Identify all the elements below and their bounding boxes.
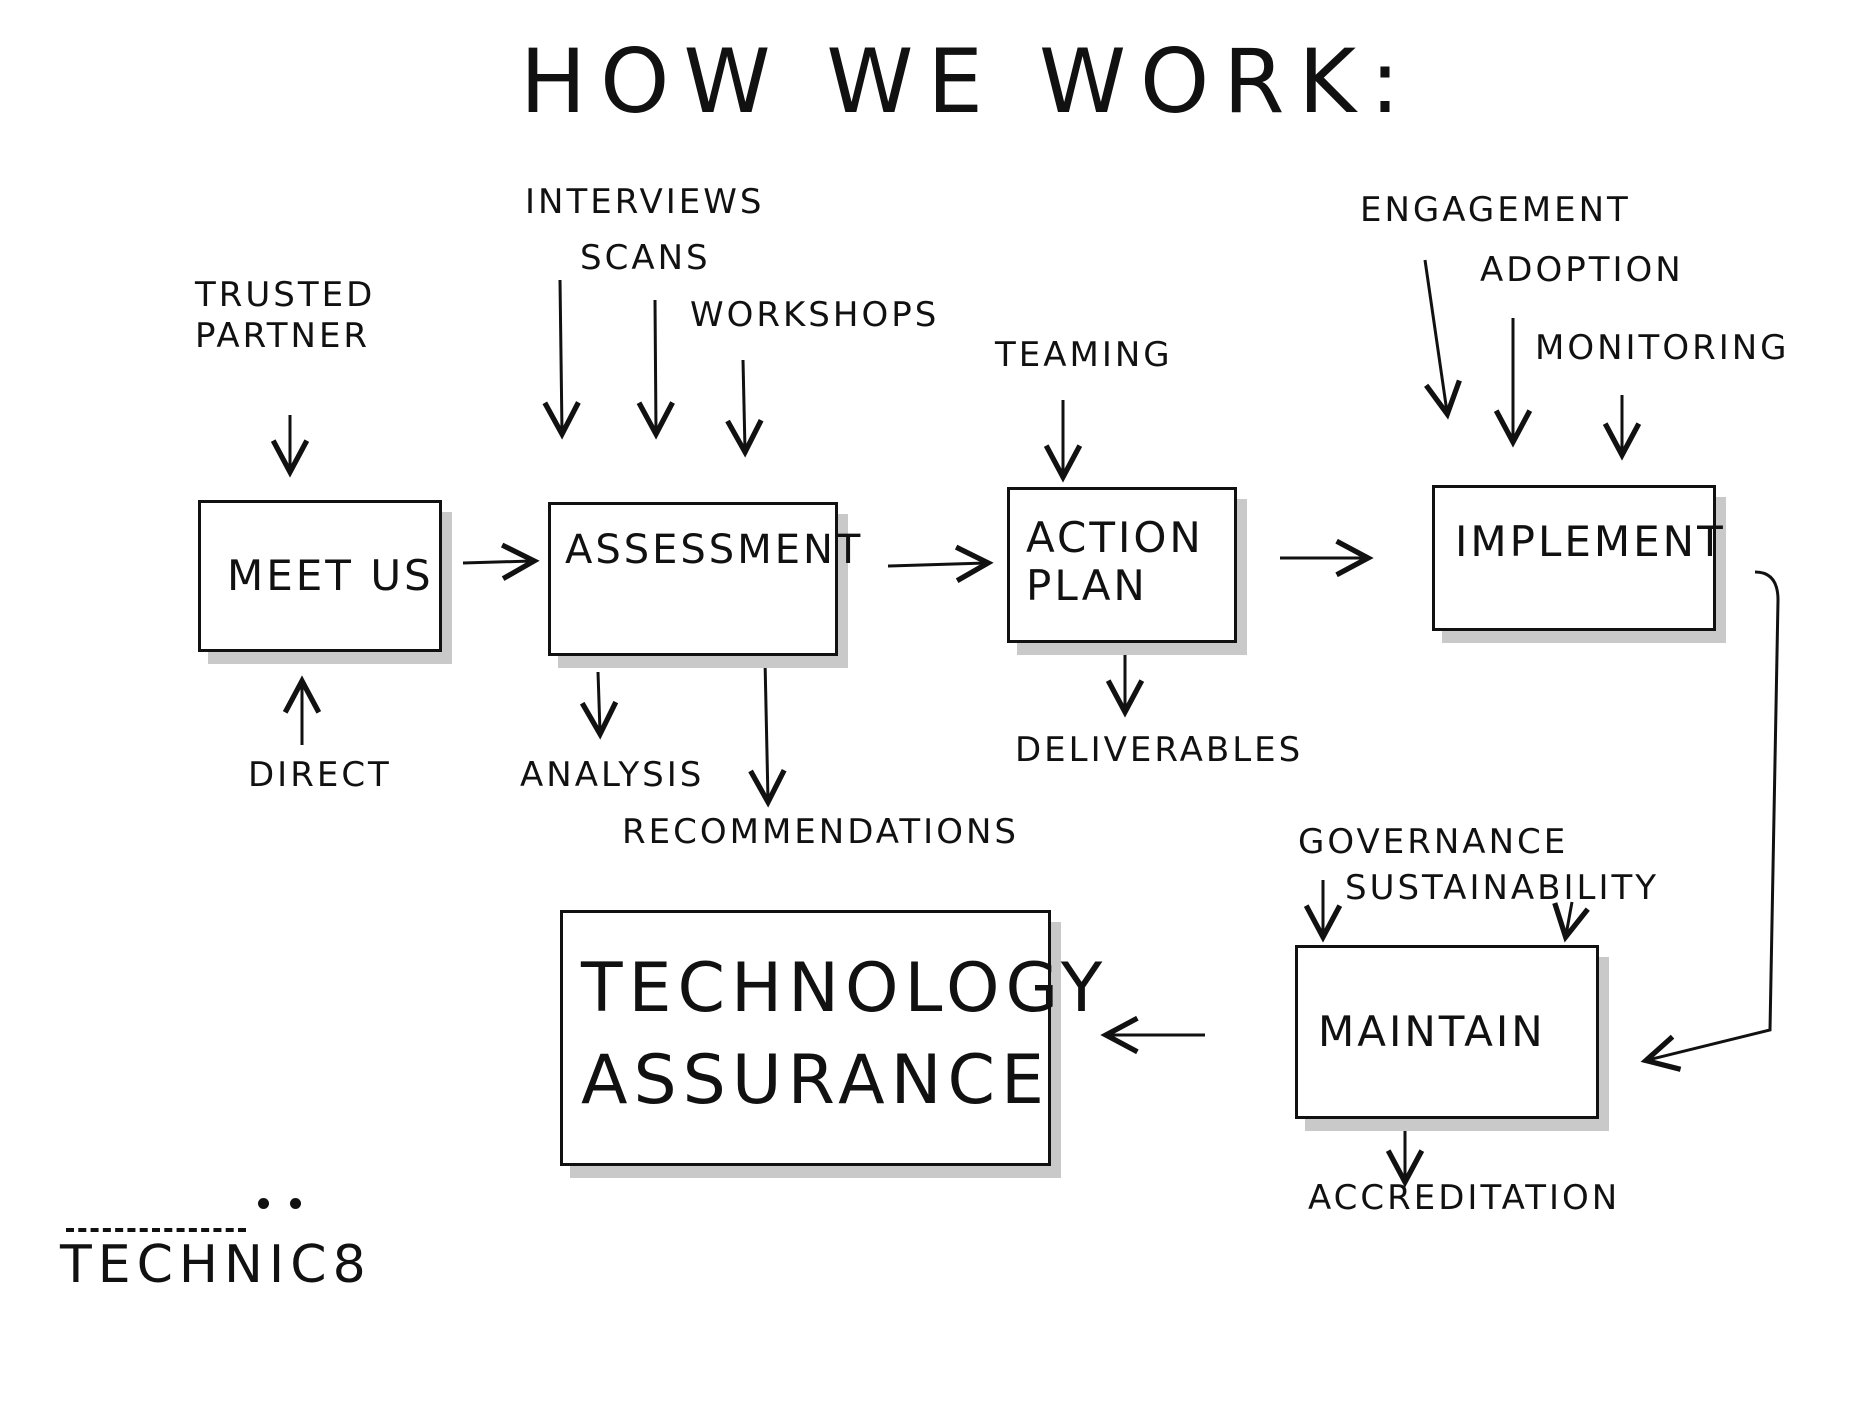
label-accreditation: ACCREDITATION <box>1308 1178 1621 1218</box>
arrow-interviews <box>542 279 581 440</box>
logo-dot-1 <box>258 1198 269 1209</box>
stage-meet-us-label: MEET US <box>227 550 434 600</box>
stage-assessment-label: ASSESSMENT <box>565 527 864 573</box>
arrow-implement-to-maintain <box>1640 570 1780 1072</box>
label-adoption: ADOPTION <box>1480 250 1684 290</box>
arrow-scans <box>636 299 675 440</box>
arrow-workshops <box>725 359 764 458</box>
label-trusted-partner: TRUSTED PARTNER <box>195 275 376 356</box>
page-title: HOW WE WORK: <box>520 30 1414 133</box>
label-recommendations: RECOMMENDATIONS <box>622 812 1019 852</box>
label-scans: SCANS <box>580 238 711 278</box>
label-engagement: ENGAGEMENT <box>1360 190 1631 230</box>
stage-action-plan: ACTION PLAN <box>1007 487 1237 643</box>
stage-assessment: ASSESSMENT <box>548 502 860 656</box>
label-monitoring: MONITORING <box>1535 328 1790 368</box>
stage-technology-assurance: TECHNOLOGY ASSURANCE <box>560 910 1109 1166</box>
logo-dot-2 <box>290 1198 301 1209</box>
arrow-assessment-to-action-plan <box>887 544 994 583</box>
label-workshops: WORKSHOPS <box>690 295 940 335</box>
stage-meet-us: MEET US <box>198 500 442 652</box>
arrow-recommendations <box>748 659 787 808</box>
label-sustainability: SUSTAINABILITY <box>1345 868 1660 908</box>
label-direct: DIRECT <box>248 755 392 795</box>
brand-logo: TECHNIC8 <box>60 1235 372 1295</box>
label-governance: GOVERNANCE <box>1298 822 1569 862</box>
label-teaming: TEAMING <box>995 335 1173 375</box>
arrow-engagement <box>1423 259 1462 420</box>
arrow-analysis <box>579 671 619 740</box>
stage-technology-assurance-label: TECHNOLOGY ASSURANCE <box>581 949 1109 1120</box>
stage-implement: IMPLEMENT <box>1432 485 1723 631</box>
stage-maintain-label: MAINTAIN <box>1318 1006 1546 1056</box>
label-deliverables: DELIVERABLES <box>1015 730 1304 770</box>
arrow-meet-to-assessment <box>462 542 540 581</box>
stage-maintain: MAINTAIN <box>1295 945 1599 1119</box>
logo-dashes <box>66 1228 246 1232</box>
arrow-sustainability <box>1552 901 1590 943</box>
label-interviews: INTERVIEWS <box>525 182 765 222</box>
stage-implement-label: IMPLEMENT <box>1455 517 1726 566</box>
label-analysis: ANALYSIS <box>520 755 705 795</box>
stage-action-plan-label: ACTION PLAN <box>1026 513 1204 611</box>
